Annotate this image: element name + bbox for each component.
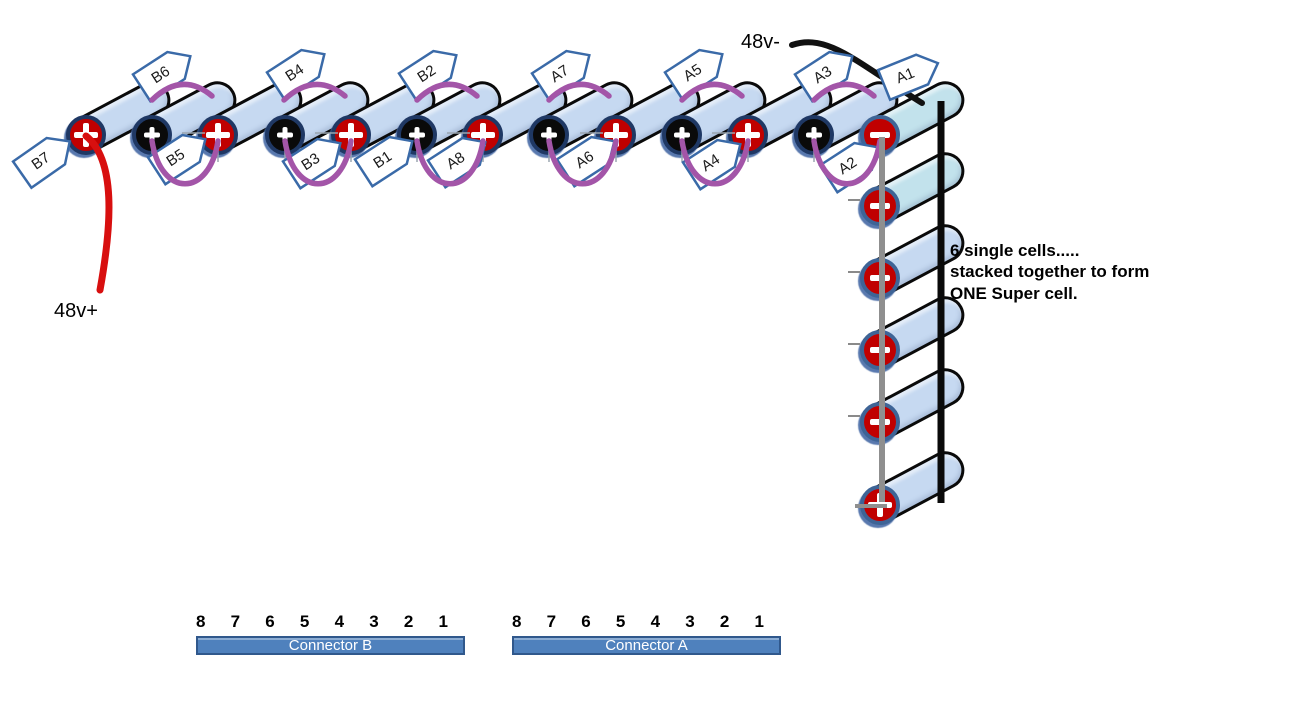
pin-number: 6 [265, 612, 275, 631]
connector-a-bar: Connector A [512, 636, 781, 655]
pin-number: 7 [230, 612, 241, 631]
pin-number: 6 [581, 612, 591, 631]
connector-b-pin-numbers: 8 7 6 5 4 3 2 1 [194, 611, 458, 633]
pin-number: 8 [196, 612, 206, 631]
tag-pentagon-shape [131, 50, 192, 103]
note-line-1: 6 single cells..... [950, 241, 1080, 260]
terminal-tag-a2: A2 [817, 131, 889, 195]
pin-number: 7 [546, 612, 557, 631]
pin-number: 2 [403, 612, 414, 631]
terminal-tag-a7: A7 [529, 39, 601, 103]
negative-voltage-label: 48v- [741, 31, 780, 53]
terminal-tag-b4: B4 [264, 38, 336, 102]
terminal-tag-b6: B6 [130, 40, 202, 104]
tag-pentagon-shape [11, 136, 72, 190]
pin-number: 5 [299, 612, 310, 631]
terminal-tag-a6: A6 [554, 125, 626, 189]
terminal-tag-a3: A3 [792, 40, 864, 104]
tag-pentagon-shape [353, 135, 414, 188]
terminal-tag-b1: B1 [352, 125, 424, 189]
pin-number: 1 [754, 612, 764, 631]
minus-glyph [870, 132, 890, 138]
pin-number: 4 [334, 612, 345, 631]
tag-pentagon-shape [397, 49, 458, 102]
terminal-tag-a1: A1 [876, 46, 947, 103]
supercell-note: 6 single cells..... stacked together to … [950, 240, 1200, 304]
pin-number: 4 [650, 612, 661, 631]
pin-number: 1 [438, 612, 448, 631]
connector-a-pin-numbers: 8 7 6 5 4 3 2 1 [510, 611, 774, 633]
note-line-3: ONE Super cell. [950, 283, 1078, 303]
connector-b-bar: Connector B [196, 636, 465, 655]
pin-number: 3 [369, 612, 379, 631]
terminal-tag-a5: A5 [662, 38, 734, 102]
terminal-tag-a8: A8 [425, 126, 497, 190]
terminal-tag-b2: B2 [396, 39, 468, 103]
note-line-2: stacked together to form [950, 262, 1150, 282]
terminal-tag-a4: A4 [680, 128, 752, 192]
pin-number: 3 [685, 612, 695, 631]
terminal-tag-b7: B7 [10, 125, 81, 190]
pin-number: 5 [615, 612, 626, 631]
pin-number: 2 [719, 612, 730, 631]
positive-voltage-label: 48v+ [54, 300, 98, 322]
pin-number: 8 [512, 612, 522, 631]
terminal-tag-b5: B5 [145, 123, 217, 187]
terminal-tag-b3: B3 [280, 127, 352, 191]
